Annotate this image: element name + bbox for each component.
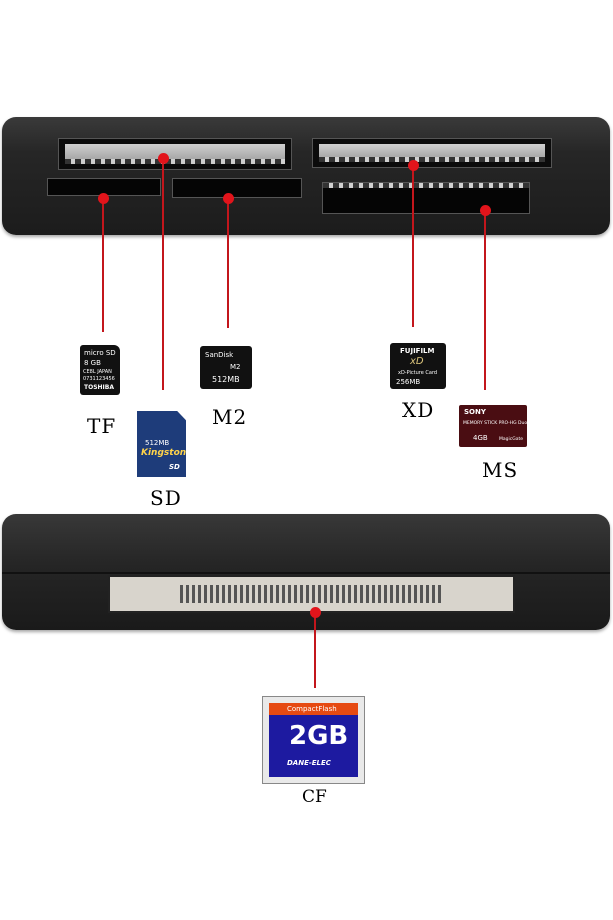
m2-pointer-line — [227, 198, 229, 328]
xd-card-image: FUJIFILM xD xD-Picture Card 256MB — [390, 343, 446, 389]
reader-seam — [2, 572, 610, 574]
ms-label: MS — [482, 458, 519, 482]
cf-pointer-line — [314, 612, 316, 688]
ms-slot — [322, 182, 530, 214]
xd-pointer-dot — [408, 160, 419, 171]
ms-pointer-dot — [480, 205, 491, 216]
xd-slot — [312, 138, 552, 168]
m2-slot — [172, 178, 302, 198]
xd-pointer-line — [412, 165, 414, 327]
xd-label: XD — [402, 398, 435, 422]
cf-card-image: CompactFlash 2GB DANE-ELEC — [262, 696, 365, 784]
sd-pointer-line — [162, 158, 164, 390]
ms-card-image: SONY MEMORY STICK PRO-HG Duo 4GB MagicGa… — [459, 405, 527, 447]
sd-label: SD — [150, 486, 182, 510]
tf-card-image: micro SD 8 GB CE8L JAPAN 0731123456 TOSH… — [80, 345, 120, 395]
card-reader-top-face — [2, 117, 610, 235]
tf-pointer-line — [102, 198, 104, 332]
m2-card-image: SanDisk M2 512MB — [200, 346, 252, 389]
ms-pointer-line — [484, 210, 486, 390]
m2-pointer-dot — [223, 193, 234, 204]
sd-pointer-dot — [158, 153, 169, 164]
tf-label: TF — [87, 414, 117, 438]
m2-label: M2 — [212, 405, 248, 429]
cf-pointer-dot — [310, 607, 321, 618]
tf-card-text: micro SD — [84, 349, 116, 357]
sd-slot — [58, 138, 292, 170]
tf-pointer-dot — [98, 193, 109, 204]
cf-label: CF — [302, 787, 327, 807]
sd-card-image: 512MB Kingston SD — [137, 411, 186, 477]
